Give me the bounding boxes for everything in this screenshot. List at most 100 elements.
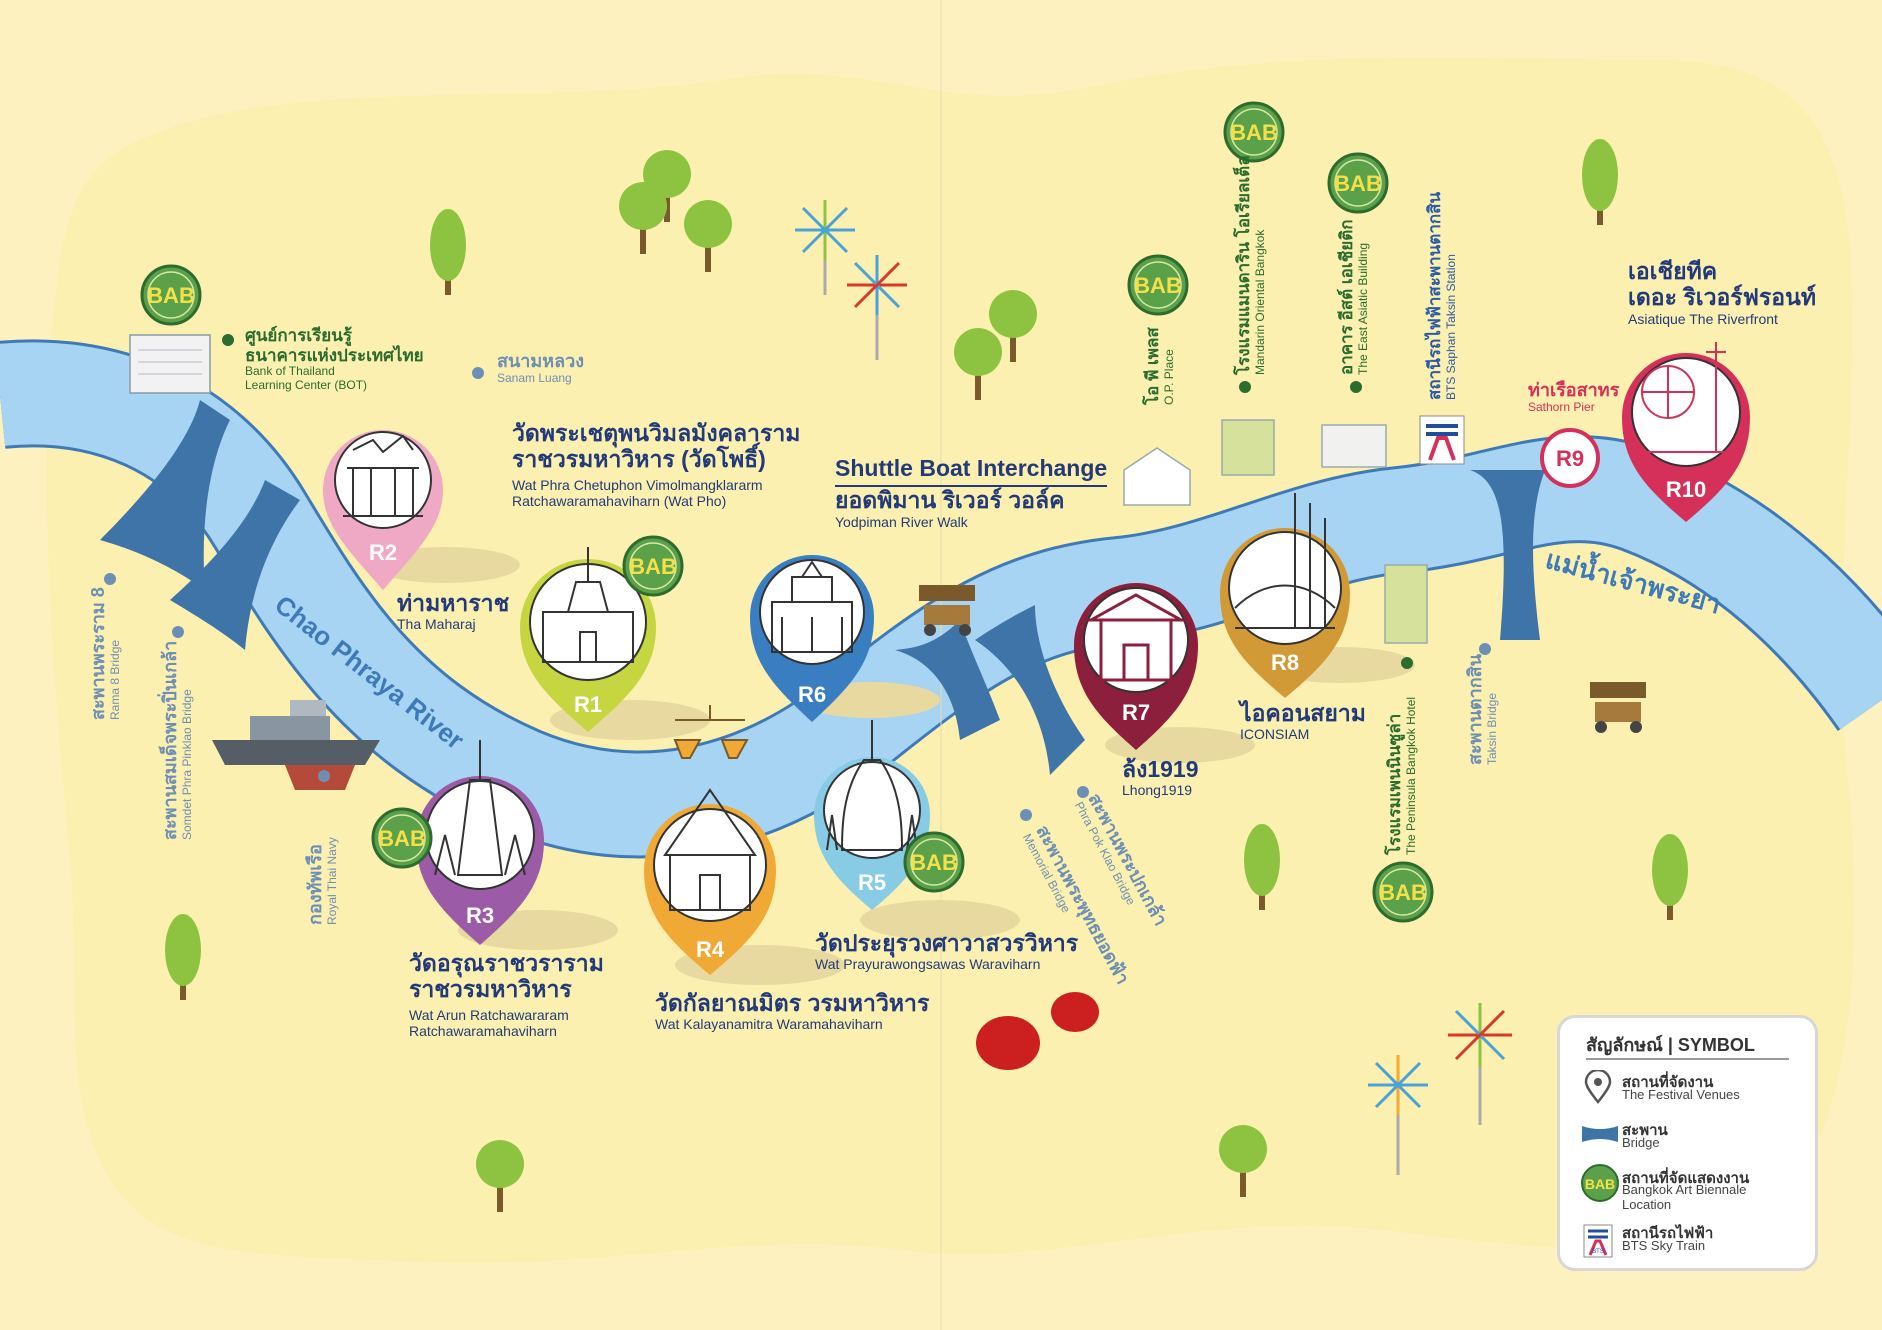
scale-basket	[673, 705, 749, 759]
wat-prayura-en: Wat Prayurawongsawas Waraviharn	[815, 956, 1041, 973]
op-place-th: โอ พี เพลส	[1143, 327, 1162, 405]
shuttle-label[interactable]: Shuttle Boat Interchange ยอดพิมาน ริเวอร…	[835, 455, 1108, 530]
wat-pho-en1: Wat Phra Chetuphon Vimolmangklararm	[512, 476, 763, 493]
wat-arun-label[interactable]: วัดอรุณราชวราราม ราชวรมหาวิหาร Wat Arun …	[409, 950, 604, 1039]
tha-maharaj-label[interactable]: ท่ามหาราช Tha Maharaj	[397, 590, 509, 633]
wat-pho-th2: ราชวรมหาวิหาร (วัดโพธิ์)	[512, 446, 766, 473]
rama8-en: Rama 8 Bridge	[107, 639, 122, 720]
wat-pho-th1: วัดพระเชตุพนวิมลมังคลาราม	[512, 420, 801, 446]
pier-R9[interactable]: R9	[1540, 428, 1600, 488]
bts-taksin-label[interactable]: สถานีรถไฟฟ้าสะพานตากสิน BTS Saphan Taksi…	[1425, 192, 1458, 400]
pinklao-bridge	[170, 480, 300, 650]
pinklao-th: สะพานสมเด็จพระปิ่นเกล้า	[160, 640, 180, 840]
mandarin-en: Mandarin Oriental Bangkok	[1252, 229, 1267, 375]
legend-bab-en2: Location	[1622, 1197, 1672, 1212]
pin-label: R6	[798, 682, 826, 707]
rama8-bridge	[100, 400, 230, 590]
asiatique-th1: เอเชียทีค	[1628, 258, 1718, 284]
iconsiam-th: ไอคอนสยาม	[1240, 700, 1366, 726]
sparkles	[795, 200, 1512, 1175]
pinklao-label[interactable]: สะพานสมเด็จพระปิ่นเกล้า Somdet Phra Pink…	[160, 641, 194, 840]
lhong-label[interactable]: ล้ง1919 Lhong1919	[1122, 756, 1199, 799]
legend-venue-th: สถานที่จัดงาน	[1622, 1074, 1714, 1091]
op-place-en: O.P. Place	[1161, 349, 1176, 405]
iconsiam-label[interactable]: ไอคอนสยาม ICONSIAM	[1240, 700, 1366, 743]
pin-R8[interactable]: R8	[1220, 493, 1350, 698]
tha-maharaj-th: ท่ามหาราช	[397, 590, 510, 616]
wat-arun-th2: ราชวรมหาวิหาร	[409, 976, 572, 1003]
bts-logo	[1419, 415, 1465, 465]
navy-label[interactable]: กองทัพเรือ Royal Thai Navy	[305, 837, 339, 925]
lhong-th: ล้ง1919	[1122, 756, 1199, 782]
pokklao-bridge	[975, 605, 1085, 775]
legend-item-bab: BAB	[1580, 1163, 1620, 1208]
rama8-label[interactable]: สะพานพระราม 8 Rama 8 Bridge	[88, 587, 122, 720]
legend-bridge-en: Bridge	[1622, 1135, 1660, 1150]
food-cart-2	[1590, 682, 1646, 733]
food-cart-1	[919, 585, 975, 636]
bab-icon: BAB	[1581, 1164, 1619, 1202]
pin-R4[interactable]: R4	[644, 788, 776, 975]
pin-R1[interactable]: R1	[520, 547, 656, 732]
mandarin-th: โรงแรมแมนดาริน โอเรียลเต็ล	[1234, 155, 1253, 375]
wat-pho-label[interactable]: วัดพระเชตุพนวิมลมังคลาราม ราชวรมหาวิหาร …	[512, 420, 800, 509]
legend-bts-th: สถานีรถไฟฟ้า	[1622, 1225, 1714, 1242]
pin-R7[interactable]: R7	[1074, 583, 1198, 750]
asiatique-label[interactable]: เอเชียทีค เดอะ ริเวอร์ฟรอนท์ Asiatique T…	[1628, 258, 1816, 327]
red-piggy-banks	[976, 992, 1099, 1070]
wat-arun-en1: Wat Arun Ratchawararam	[409, 1006, 569, 1023]
iconsiam-en: ICONSIAM	[1240, 726, 1310, 743]
asiatique-en: Asiatique The Riverfront	[1628, 310, 1778, 327]
legend-item-bts: BTS	[1580, 1223, 1616, 1264]
shuttle-en: Yodpiman River Walk	[835, 513, 968, 530]
wat-arun-th1: วัดอรุณราชวราราม	[409, 950, 604, 976]
bot-building	[129, 334, 211, 394]
bts-taksin-en: BTS Saphan Taksin Station	[1443, 254, 1458, 400]
pin-label: R2	[369, 540, 397, 565]
wat-kalaya-label[interactable]: วัดกัลยาณมิตร วรมหาวิหาร Wat Kalayanamit…	[655, 990, 929, 1033]
sanam-luang-label[interactable]: สนามหลวง Sanam Luang	[497, 351, 584, 385]
wat-pho-en2: Ratchawaramahaviharn (Wat Pho)	[512, 492, 727, 509]
legend-bab-en: Bangkok Art Biennale	[1622, 1182, 1747, 1197]
memorial-bridge	[895, 620, 1000, 740]
legend-item-venue	[1580, 1068, 1616, 1111]
wat-arun-en2: Ratchawaramahaviharn	[409, 1022, 557, 1039]
east-asiatic-en: The East Asiatic Building	[1355, 242, 1370, 375]
op-place-label[interactable]: โอ พี เพลส O.P. Place	[1143, 327, 1176, 405]
navy-en: Royal Thai Navy	[324, 837, 339, 925]
small-buildings	[1123, 419, 1428, 644]
taksin-bridge-en: Taksin Bridge	[1484, 692, 1499, 765]
taksin-bridge	[1470, 470, 1545, 640]
svg-text:BTS: BTS	[1592, 1249, 1604, 1255]
pin-R3[interactable]: R3	[416, 740, 544, 945]
sanam-luang-th: สนามหลวง	[497, 351, 585, 371]
pin-R10[interactable]: R10	[1622, 342, 1750, 522]
pinklao-en: Somdet Phra Pinklao Bridge	[179, 689, 194, 840]
taksin-bridge-th: สะพานตากสิน	[1465, 654, 1485, 765]
sathorn-pier-label[interactable]: ท่าเรือสาทร Sathorn Pier	[1528, 380, 1619, 414]
symbol-legend: สัญลักษณ์ | SYMBOL สถานที่จัดงาน The Fes…	[1557, 1015, 1818, 1271]
pin-R5[interactable]: R5	[814, 720, 930, 910]
bot-label[interactable]: ศูนย์การเรียนรู้ ธนาคารแห่งประเทศไทย Ban…	[245, 326, 424, 393]
bot-en1: Bank of Thailand	[245, 364, 335, 379]
wat-prayura-label[interactable]: วัดประยุรวงศาวาสวรวิหาร Wat Prayurawongs…	[815, 930, 1078, 973]
pin-label: R5	[858, 870, 886, 895]
peninsula-label[interactable]: โรงแรมเพนนินซูล่า The Peninsula Bangkok …	[1385, 697, 1418, 855]
bridge-icon	[1582, 1126, 1618, 1142]
legend-venue-en: The Festival Venues	[1622, 1087, 1740, 1102]
tha-maharaj-en: Tha Maharaj	[397, 616, 476, 633]
taksin-bridge-label[interactable]: สะพานตากสิน Taksin Bridge	[1465, 654, 1499, 765]
pin-label: R3	[466, 903, 494, 928]
legend-bab-th: สถานที่จัดแสดงงาน	[1622, 1170, 1750, 1187]
pin-label: R7	[1122, 700, 1150, 725]
bot-th2: ธนาคารแห่งประเทศไทย	[245, 345, 424, 365]
pin-label: R10	[1666, 477, 1706, 502]
pin-R6[interactable]: R6	[750, 555, 874, 722]
legend-item-bridge	[1580, 1120, 1620, 1153]
pin-R2[interactable]: R2	[323, 430, 443, 590]
bts-icon: BTS	[1583, 1224, 1613, 1258]
mandarin-label[interactable]: โรงแรมแมนดาริน โอเรียลเต็ล Mandarin Orie…	[1234, 155, 1267, 375]
sanam-luang-en: Sanam Luang	[497, 370, 572, 385]
east-asiatic-label[interactable]: อาคาร อีสต์ เอเชียติก The East Asiatic B…	[1337, 219, 1370, 375]
